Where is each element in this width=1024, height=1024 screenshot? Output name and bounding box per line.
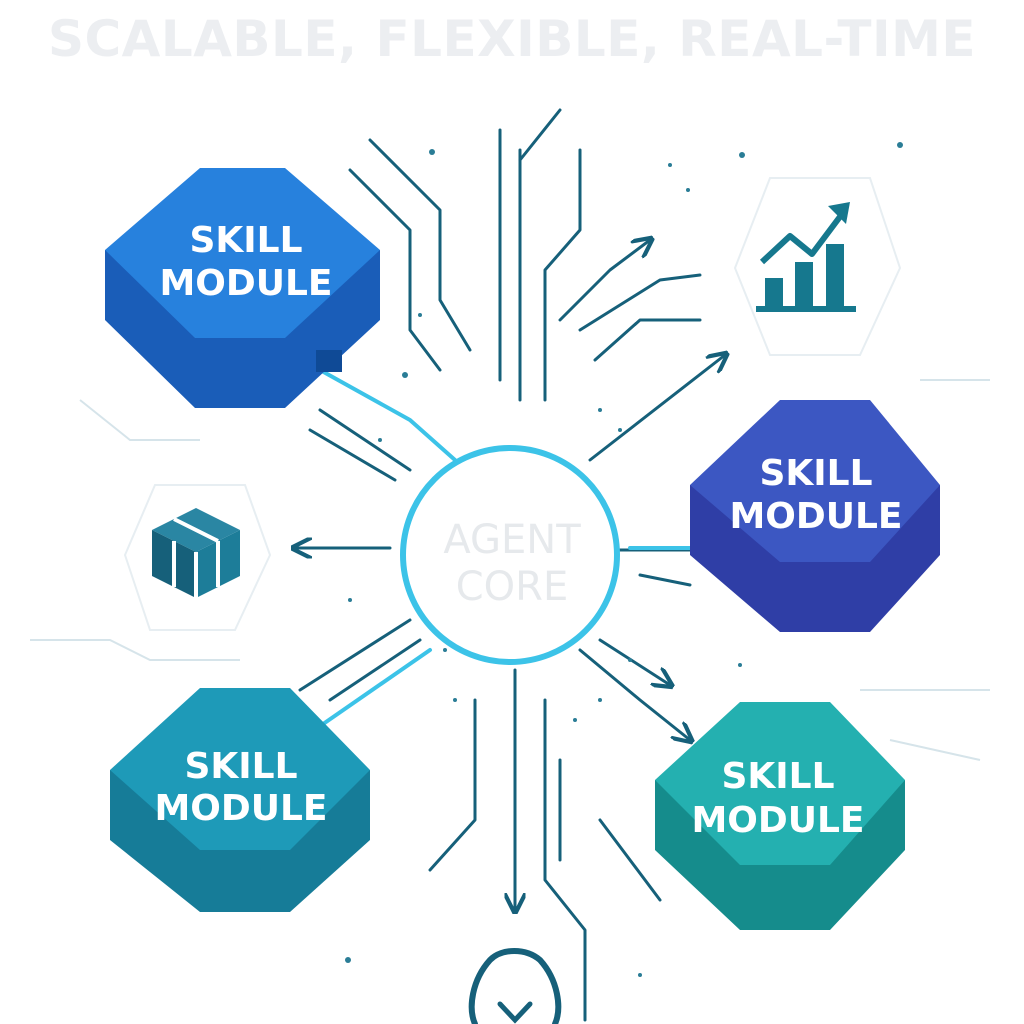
skill-module-top-left[interactable]: SKILL MODULE [105, 168, 380, 408]
core-label-line1: AGENT [443, 517, 581, 563]
trace-10 [588, 355, 725, 462]
trace-6 [543, 148, 582, 402]
trace-22 [308, 428, 397, 482]
skill-module-right[interactable]: SKILL MODULE [690, 400, 940, 632]
connector-top-left [318, 368, 457, 462]
module-label-line1: SKILL [759, 453, 872, 494]
trace-20 [328, 638, 422, 702]
trace-9 [593, 318, 702, 362]
module-label-line1: SKILL [184, 746, 297, 787]
headline: SCALABLE, FLEXIBLE, REAL-TIME [47, 10, 977, 68]
trace-14 [578, 648, 690, 740]
core-label-line2: CORE [456, 564, 568, 610]
trace-13 [598, 638, 670, 685]
module-label-line1: SKILL [721, 756, 834, 797]
module-label-line1: SKILL [189, 220, 302, 261]
skill-module-bottom-left[interactable]: SKILL MODULE [110, 688, 370, 912]
module-top [110, 688, 370, 850]
skill-module-bottom-right[interactable]: SKILL MODULE [655, 702, 905, 930]
trace-18 [428, 698, 477, 872]
trace-21 [298, 618, 412, 692]
growth-chart-icon [733, 177, 902, 356]
lightbulb-icon [468, 948, 562, 1024]
cube-icon [123, 484, 272, 631]
module-label-line2: MODULE [729, 496, 902, 537]
trace-17 [543, 698, 587, 1022]
hexagon-frame [733, 177, 902, 356]
trace-23 [318, 408, 412, 472]
trace-2 [348, 168, 442, 372]
module-top [690, 400, 940, 562]
trace-7 [558, 240, 650, 322]
trace-12 [638, 573, 692, 587]
scattered-dots [345, 142, 903, 977]
module-top [655, 702, 905, 865]
agent-core[interactable]: AGENT CORE [400, 445, 620, 665]
module-label-line2: MODULE [691, 800, 864, 841]
trace-5 [518, 108, 562, 162]
trace-24 [598, 818, 662, 902]
module-label-line2: MODULE [159, 263, 332, 304]
module-top [105, 168, 380, 338]
trace-1 [368, 138, 472, 352]
module-label-line2: MODULE [154, 788, 327, 829]
trace-8 [578, 273, 702, 332]
core-ring [400, 445, 620, 665]
faint-guide-lines [30, 379, 990, 761]
circuit-traces [295, 108, 725, 1022]
module-socket [316, 350, 342, 372]
